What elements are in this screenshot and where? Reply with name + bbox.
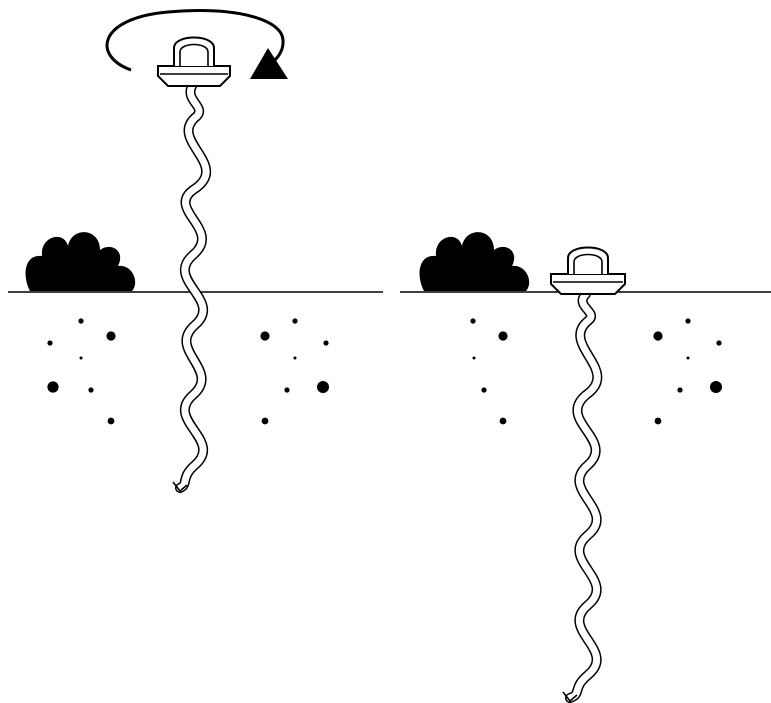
soil-pebbles-left <box>47 318 116 425</box>
panel-right <box>400 232 771 703</box>
rotation-arrow-icon <box>105 9 288 79</box>
panel-left <box>8 9 383 493</box>
ground-anchor-icon <box>550 246 626 703</box>
bush-icon <box>419 232 530 291</box>
ground-anchor-icon <box>157 36 231 493</box>
soil-pebbles-right <box>653 318 722 425</box>
soil-pebbles-left <box>470 318 508 425</box>
bush-icon <box>25 232 136 291</box>
soil-pebbles-right <box>260 318 329 425</box>
